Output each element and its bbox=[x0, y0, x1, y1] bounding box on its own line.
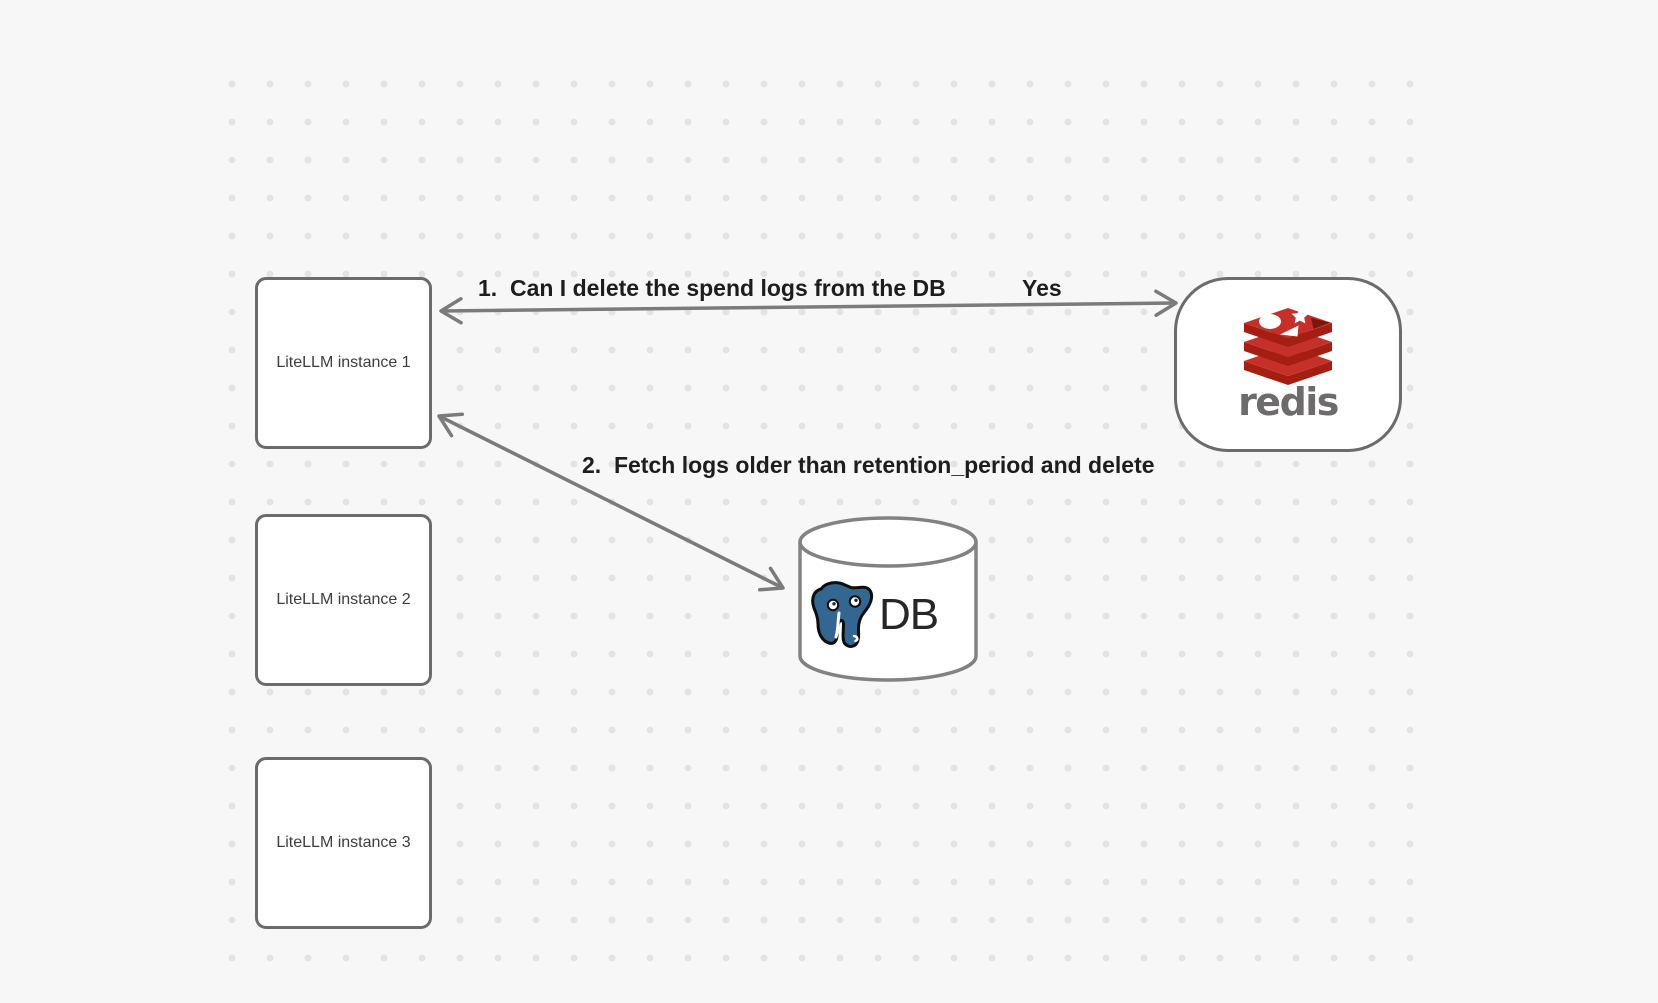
db-label: DB bbox=[879, 590, 939, 639]
database-cylinder-icon bbox=[798, 516, 978, 682]
redis-logo-icon bbox=[1244, 308, 1332, 385]
edge-label-redis-question: 1. Can I delete the spend logs from the … bbox=[478, 275, 946, 301]
node-label: LiteLLM instance 3 bbox=[276, 834, 411, 851]
edge-redis-question-arrow[interactable] bbox=[439, 289, 1178, 325]
node-redis[interactable]: redis bbox=[1174, 277, 1402, 452]
node-label: LiteLLM instance 1 bbox=[276, 354, 411, 371]
node-litellm-instance-3[interactable]: LiteLLM instance 3 bbox=[255, 757, 432, 929]
node-database[interactable]: DB bbox=[798, 516, 978, 682]
node-label: LiteLLM instance 2 bbox=[276, 591, 411, 608]
edge-label-db-fetch: 2. Fetch logs older than retention_perio… bbox=[582, 452, 1155, 478]
redis-wordmark: redis bbox=[1238, 380, 1339, 424]
node-litellm-instance-2[interactable]: LiteLLM instance 2 bbox=[255, 514, 432, 686]
node-litellm-instance-1[interactable]: LiteLLM instance 1 bbox=[255, 277, 432, 449]
postgresql-logo-icon bbox=[811, 581, 874, 648]
edge-answer-yes: Yes bbox=[1022, 275, 1062, 301]
edge-db-fetch-arrow[interactable] bbox=[437, 412, 785, 592]
